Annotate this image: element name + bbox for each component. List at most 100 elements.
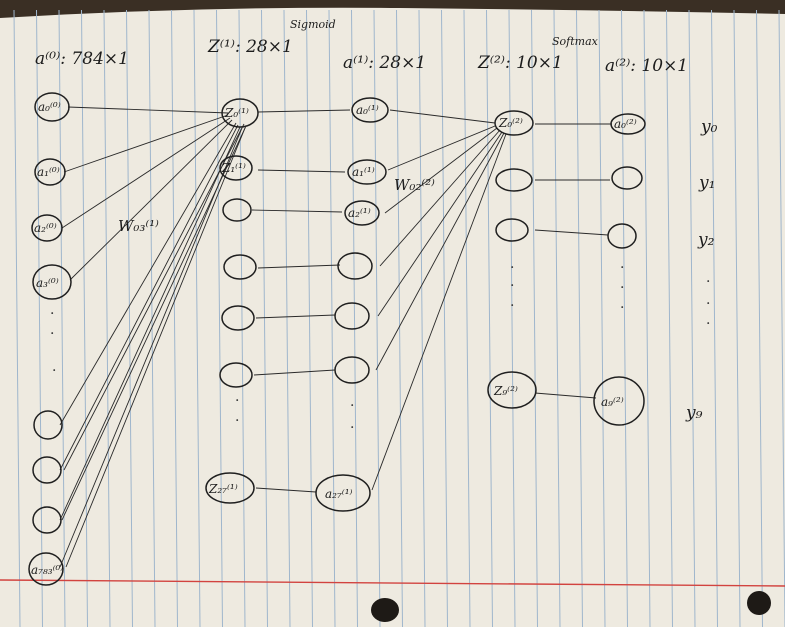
a1-node-empty bbox=[334, 302, 370, 330]
a2-node-last-label: a₉⁽²⁾ bbox=[601, 395, 624, 409]
z2-node-last bbox=[487, 371, 537, 409]
connections-input-to-z1 bbox=[59, 106, 247, 568]
ellipsis-dots: · bbox=[510, 260, 514, 276]
ruled-line bbox=[688, 9, 696, 627]
a1-node-0-label: a₀⁽¹⁾ bbox=[356, 103, 379, 117]
weight-label-w2: W₀₂⁽²⁾ bbox=[394, 176, 435, 194]
header-z2: Z⁽²⁾: 10×1 bbox=[477, 53, 563, 73]
input-node-2 bbox=[31, 214, 63, 242]
z2-layer: Z₀⁽²⁾ · · · Z₉⁽²⁾ bbox=[487, 110, 537, 409]
ellipsis-dots: · bbox=[620, 300, 624, 316]
ellipsis-dots: · bbox=[350, 398, 354, 414]
a2-node-0 bbox=[610, 113, 646, 135]
ellipsis-dots: · bbox=[706, 316, 710, 332]
z1-node-empty bbox=[223, 254, 257, 280]
z2-node-0-label: Z₀⁽²⁾ bbox=[498, 116, 523, 130]
header-a2: a⁽²⁾: 10×1 bbox=[605, 56, 688, 76]
z1-layer: Z₀⁽¹⁾ Z₁⁽¹⁾ · · Z₂₇⁽¹⁾ bbox=[205, 98, 259, 504]
ruled-line bbox=[193, 9, 201, 627]
ruled-line bbox=[373, 9, 381, 627]
input-node-empty bbox=[32, 506, 62, 534]
ellipsis-dots: · bbox=[50, 326, 54, 342]
ellipsis-dots: · bbox=[620, 260, 624, 276]
input-layer: a₀⁽⁰⁾ a₁⁽⁰⁾ a₂⁽⁰⁾ a₃⁽⁰⁾ · · · a₇₈₃⁽⁰⁾ bbox=[28, 92, 72, 586]
a1-layer: a₀⁽¹⁾ a₁⁽¹⁾ a₂⁽¹⁾ · · a₂₇⁽¹⁾ bbox=[315, 97, 389, 512]
weight-label-w1: W₀₃⁽¹⁾ bbox=[118, 217, 159, 235]
ruled-line bbox=[666, 9, 673, 627]
z2-node-0 bbox=[494, 110, 534, 136]
z2-node-empty bbox=[495, 168, 533, 192]
ruled-line bbox=[103, 9, 111, 627]
ellipsis-dots: · bbox=[235, 393, 239, 409]
a1-node-last-label: a₂₇⁽¹⁾ bbox=[325, 487, 353, 501]
input-node-3 bbox=[32, 264, 72, 300]
a1-node-0 bbox=[351, 97, 389, 123]
ellipsis-dots: · bbox=[706, 296, 710, 312]
z1-node-empty bbox=[221, 305, 255, 331]
z1-node-last bbox=[205, 472, 255, 504]
a2-node-last bbox=[593, 376, 645, 426]
activation-softmax-label: Softmax bbox=[552, 35, 599, 48]
ruled-line bbox=[81, 9, 88, 627]
ruled-line bbox=[508, 9, 516, 627]
input-node-last-label: a₇₈₃⁽⁰⁾ bbox=[31, 563, 63, 577]
paper-sheet bbox=[0, 7, 785, 627]
ellipsis-dots: · bbox=[510, 278, 514, 294]
input-node-1-label: a₁⁽⁰⁾ bbox=[37, 165, 60, 179]
a1-node-2 bbox=[344, 200, 380, 226]
ruled-line bbox=[171, 9, 178, 627]
input-node-empty bbox=[33, 410, 63, 440]
ellipsis-dots: · bbox=[510, 298, 514, 314]
ruled-line bbox=[306, 9, 313, 627]
ellipsis-dots: · bbox=[706, 274, 710, 290]
ruled-line bbox=[553, 9, 561, 627]
ellipsis-dots: · bbox=[350, 420, 354, 436]
a1-node-1-label: a₁⁽¹⁾ bbox=[352, 165, 375, 179]
header-input-layer: a⁽⁰⁾: 784×1 bbox=[35, 49, 129, 69]
ruled-line bbox=[711, 9, 718, 627]
a2-node-0-label: a₀⁽²⁾ bbox=[614, 117, 637, 131]
ruled-line bbox=[441, 9, 448, 627]
ruled-line bbox=[261, 9, 268, 627]
z2-node-last-label: Z₉⁽²⁾ bbox=[493, 384, 518, 398]
a2-node-empty bbox=[607, 223, 637, 249]
ellipsis-dots: · bbox=[50, 306, 54, 322]
ruled-line bbox=[418, 9, 426, 627]
ruled-line bbox=[463, 9, 471, 627]
z1-node-0 bbox=[221, 98, 259, 128]
output-y0: y₀ bbox=[700, 117, 718, 137]
connections-z1-to-a1 bbox=[251, 109, 351, 493]
z1-node-empty bbox=[219, 362, 253, 388]
ruled-line bbox=[643, 9, 651, 627]
margin-line bbox=[0, 579, 785, 587]
input-node-empty bbox=[32, 456, 62, 484]
input-node-last bbox=[28, 552, 64, 586]
output-y1: y₁ bbox=[698, 173, 715, 193]
z1-node-last-label: Z₂₇⁽¹⁾ bbox=[208, 482, 238, 496]
z2-node-empty bbox=[495, 218, 529, 242]
input-node-0-label: a₀⁽⁰⁾ bbox=[38, 100, 61, 114]
input-node-3-label: a₃⁽⁰⁾ bbox=[36, 276, 59, 290]
ruled-line bbox=[778, 9, 785, 627]
ruled-line bbox=[126, 9, 133, 627]
connections-z2-to-a2 bbox=[534, 123, 612, 399]
a2-node-empty bbox=[611, 166, 643, 190]
ruled-line bbox=[328, 9, 336, 627]
ruled-line bbox=[396, 9, 403, 627]
a2-layer: a₀⁽²⁾ · · · a₉⁽²⁾ bbox=[593, 113, 646, 426]
a1-node-empty bbox=[334, 356, 370, 384]
connections-a1-to-z2 bbox=[371, 109, 507, 491]
ruled-line bbox=[36, 9, 43, 627]
a1-node-1 bbox=[347, 159, 387, 185]
ellipsis-dots: · bbox=[235, 413, 239, 429]
output-labels: y₀ y₁ y₂ · · · y₉ bbox=[685, 117, 718, 423]
z1-node-1-label: Z₁⁽¹⁾ bbox=[221, 161, 246, 175]
ruled-line bbox=[283, 9, 291, 627]
z1-node-0-label: Z₀⁽¹⁾ bbox=[224, 106, 249, 120]
input-node-2-label: a₂⁽⁰⁾ bbox=[34, 221, 57, 235]
ellipsis-dots: · bbox=[52, 363, 56, 379]
output-y9: y₉ bbox=[685, 403, 703, 423]
ruled-line bbox=[486, 9, 493, 627]
